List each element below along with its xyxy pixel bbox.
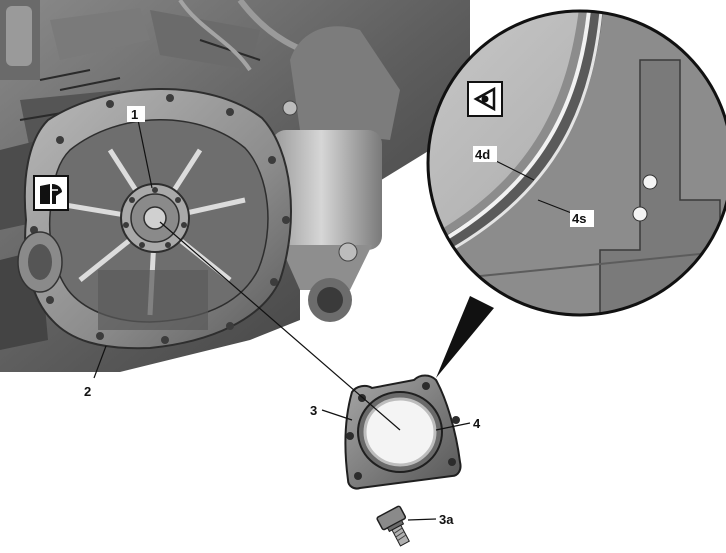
leader-lines: [93, 119, 575, 521]
crankshaft-flange: [120, 183, 190, 253]
callout-1: 1: [127, 106, 145, 122]
visual-inspection-eye-icon: [467, 81, 503, 117]
callout-4d: 4d: [473, 146, 497, 162]
callout-3a-label: 3a: [439, 512, 454, 527]
callout-4d-label: 4d: [475, 147, 490, 162]
callout-2-label: 2: [84, 384, 91, 399]
callout-3: 3: [310, 403, 317, 418]
callout-4s: 4s: [570, 210, 594, 227]
callout-2: 2: [84, 384, 91, 399]
callout-4s-label: 4s: [572, 211, 586, 226]
service-hand-book-icon: [33, 175, 69, 211]
callout-3a: 3a: [439, 512, 454, 527]
assembly-line: [159, 221, 401, 431]
callout-4-label: 4: [473, 416, 481, 431]
callout-3-label: 3: [310, 403, 317, 418]
callout-4: 4: [473, 416, 481, 431]
callout-1-label: 1: [131, 107, 138, 122]
catalytic-converter: [272, 26, 400, 322]
detail-magnifier: [426, 9, 726, 317]
detail-pointer: [436, 296, 494, 378]
mounting-bolt: [376, 505, 410, 547]
